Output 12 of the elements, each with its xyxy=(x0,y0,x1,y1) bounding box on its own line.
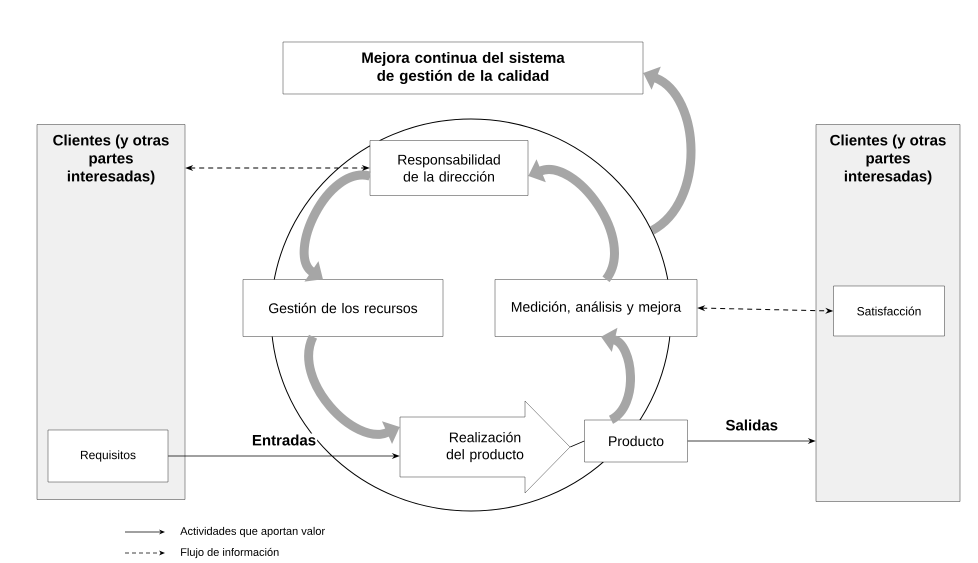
edge-label: Salidas xyxy=(724,418,780,432)
product-box: Producto xyxy=(584,420,688,462)
connector-line xyxy=(570,440,585,448)
legend-text: Flujo de información xyxy=(181,548,278,558)
legend-text: Actividades que aportan valor xyxy=(180,526,325,538)
process-box: Gestión de los recursos xyxy=(242,279,444,337)
title-box: Mejora continua del sistema de gestión de la calidad xyxy=(282,42,644,94)
requirements-box: Requisitos xyxy=(48,430,168,482)
edge-label: Entradas xyxy=(250,434,318,446)
process-box: Medición, análisis y mejora xyxy=(494,279,698,337)
satisfaction-box: Satisfacción xyxy=(833,286,945,336)
process-box: Responsabilidad de la dirección xyxy=(370,140,528,196)
